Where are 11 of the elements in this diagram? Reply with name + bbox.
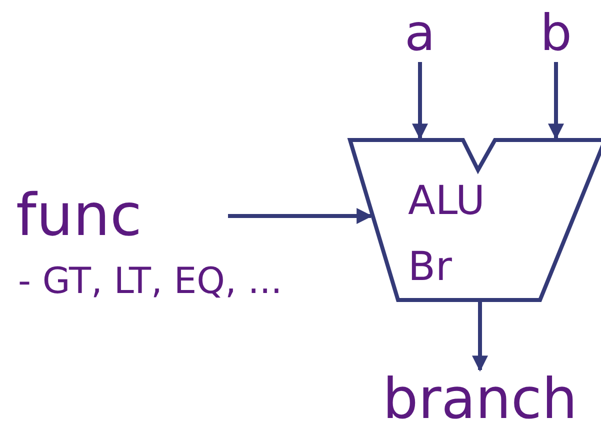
arrow <box>228 208 373 224</box>
signal-label: func <box>16 186 216 246</box>
signal-label: branch <box>372 372 588 428</box>
signal-label: a <box>400 8 440 60</box>
arrow <box>548 62 564 140</box>
alu-block <box>350 140 601 300</box>
block-label: ALU Br <box>408 177 486 292</box>
arrow <box>412 62 428 140</box>
arrow <box>472 302 488 372</box>
signal-label: b <box>536 8 576 60</box>
option-list: - GT, LT, EQ, ... <box>18 264 282 300</box>
